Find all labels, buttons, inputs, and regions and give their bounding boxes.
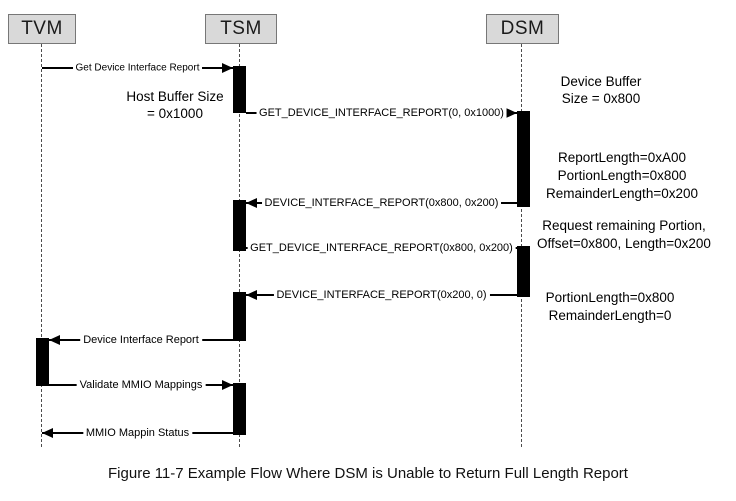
actor-label-tvm: TVM [21,18,63,39]
arrowhead [506,108,517,118]
message-label: GET_DEVICE_INTERFACE_REPORT(0x800, 0x200… [247,242,516,254]
activation-bar-tsm [233,383,246,435]
note-line: ReportLength=0xA00 [558,150,686,165]
note-line: = 0x1000 [147,106,203,121]
host-buffer-note: Host Buffer Size = 0x1000 [126,88,223,122]
activation-bar-tsm [233,292,246,341]
message-label: Device Interface Report [80,334,202,346]
lifeline-dsm [521,44,522,447]
message-label: DEVICE_INTERFACE_REPORT(0x200, 0) [273,289,490,301]
arrowhead [222,380,233,390]
note-line: Size = 0x800 [561,91,641,106]
activation-bar-tvm [36,338,49,386]
activation-bar-dsm [517,246,530,297]
arrowhead [222,63,233,73]
arrowhead [42,428,53,438]
arrowhead [246,290,257,300]
request-remaining-note: Request remaining Portion, Offset=0x800, … [537,217,711,253]
message-label: GET_DEVICE_INTERFACE_REPORT(0, 0x1000) [256,107,507,119]
note-line: Offset=0x800, Length=0x200 [537,236,711,251]
message-label: DEVICE_INTERFACE_REPORT(0x800, 0x200) [261,197,502,209]
arrowhead [49,335,60,345]
actor-label-tsm: TSM [220,18,262,39]
note-line: Request remaining Portion, [542,218,706,233]
message-label: MMIO Mappin Status [82,427,193,439]
arrowhead [246,198,257,208]
note-line: PortionLength=0x800 [557,168,687,183]
note-line: RemainderLength=0 [548,308,672,323]
note-line: Host Buffer Size [126,89,224,104]
note-line: RemainderLength=0x200 [546,186,698,201]
activation-bar-tsm [233,66,246,113]
note-line: Device Buffer [560,74,642,89]
actor-tvm: TVM [8,14,76,44]
figure-caption: Figure 11-7 Example Flow Where DSM is Un… [108,465,628,482]
message-label: Validate MMIO Mappings [76,379,206,391]
activation-bar-tsm [233,200,246,251]
actor-dsm: DSM [486,14,559,44]
actor-tsm: TSM [205,14,277,44]
actor-label-dsm: DSM [500,18,545,39]
lifeline-tvm [41,44,42,447]
activation-bar-dsm [517,111,530,207]
message-label: Get Device Interface Report [72,62,203,74]
note-line: PortionLength=0x800 [545,290,675,305]
